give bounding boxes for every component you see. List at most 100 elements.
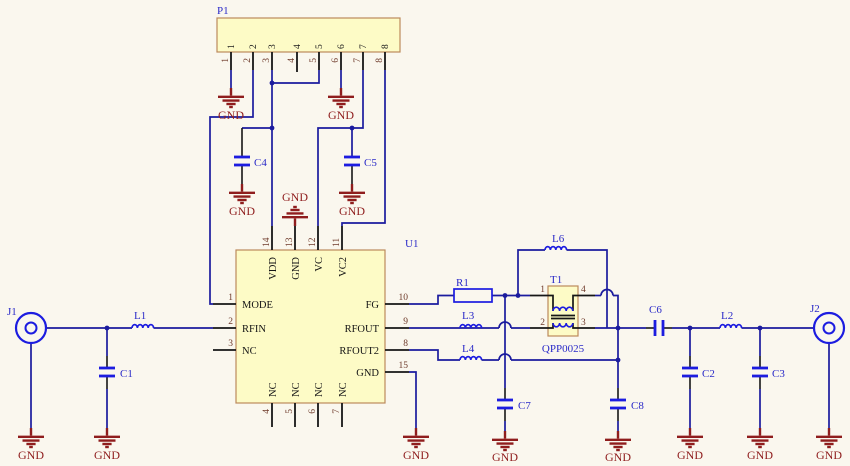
svg-text:NC: NC (242, 346, 257, 357)
inductor-l3[interactable] (459, 323, 483, 329)
r1-designator: R1 (456, 277, 469, 289)
svg-text:5: 5 (315, 44, 325, 49)
svg-text:4: 4 (293, 44, 303, 49)
l3-designator: L3 (462, 310, 475, 322)
svg-text:NC: NC (291, 382, 302, 397)
inductor-l4[interactable] (459, 355, 483, 361)
connector-j1[interactable] (14, 311, 48, 345)
svg-text:1: 1 (540, 285, 545, 295)
svg-text:GND: GND (403, 448, 429, 462)
c4-designator: C4 (254, 157, 267, 169)
inductor-l6[interactable] (544, 245, 568, 251)
u1-designator: U1 (405, 238, 418, 250)
transformer-t1[interactable]: T1 QPP0025 1 4 2 3 (530, 274, 595, 355)
svg-text:10: 10 (399, 293, 409, 303)
svg-text:1: 1 (221, 58, 231, 63)
svg-text:12: 12 (308, 237, 318, 247)
svg-text:RFIN: RFIN (242, 324, 266, 335)
svg-text:GND: GND (328, 108, 354, 122)
svg-text:3: 3 (268, 44, 278, 49)
svg-text:5: 5 (285, 409, 295, 414)
svg-text:2: 2 (540, 318, 545, 328)
svg-text:3: 3 (228, 339, 233, 349)
svg-text:GND: GND (492, 450, 518, 464)
svg-text:13: 13 (285, 237, 295, 247)
u1-pin-names: MODE RFIN NC FG RFOUT RFOUT2 GND VDD GND… (242, 257, 380, 397)
svg-text:8: 8 (375, 58, 385, 63)
svg-text:VC: VC (314, 257, 325, 272)
svg-text:5: 5 (309, 58, 319, 63)
svg-text:4: 4 (262, 409, 272, 414)
svg-text:GND: GND (282, 190, 308, 204)
svg-text:FG: FG (366, 300, 380, 311)
svg-text:GND: GND (356, 368, 379, 379)
svg-text:GND: GND (229, 204, 255, 218)
c3-designator: C3 (772, 368, 785, 380)
ic-u1[interactable]: U1 MODE RFIN NC FG RFOUT RFOUT2 GND VDD … (213, 226, 418, 427)
t1-pin-numbers: 1 4 2 3 (540, 285, 586, 328)
c6-designator: C6 (649, 304, 662, 316)
svg-text:2: 2 (243, 58, 253, 63)
svg-text:2: 2 (228, 317, 233, 327)
p1-pin-names: 1 2 3 4 5 6 7 8 (227, 44, 391, 49)
c2-designator: C2 (702, 368, 715, 380)
t1-designator: T1 (550, 274, 562, 286)
inductor-l2[interactable] (719, 323, 743, 329)
resistor-r1[interactable]: R1 (453, 277, 493, 303)
svg-text:GND: GND (677, 448, 703, 462)
svg-text:GND: GND (747, 448, 773, 462)
inductor-l1[interactable] (131, 323, 155, 329)
p1-pin-numbers: 1 2 3 4 5 6 7 8 (221, 58, 385, 63)
svg-text:1: 1 (228, 293, 233, 303)
svg-text:8: 8 (403, 339, 408, 349)
svg-text:RFOUT2: RFOUT2 (339, 346, 379, 357)
svg-text:7: 7 (332, 409, 342, 414)
svg-text:GND: GND (339, 204, 365, 218)
svg-text:VDD: VDD (268, 257, 279, 280)
svg-text:MODE: MODE (242, 300, 273, 311)
junction-dots (104, 80, 763, 363)
svg-text:8: 8 (381, 44, 391, 49)
svg-text:GND: GND (218, 108, 244, 122)
svg-text:14: 14 (262, 237, 272, 247)
svg-text:NC: NC (268, 382, 279, 397)
svg-text:3: 3 (262, 58, 272, 63)
c1-designator: C1 (120, 368, 133, 380)
svg-text:6: 6 (331, 58, 341, 63)
svg-text:GND: GND (816, 448, 842, 462)
svg-text:3: 3 (581, 318, 586, 328)
j2-designator: J2 (810, 303, 820, 315)
c7-designator: C7 (518, 400, 531, 412)
svg-text:4: 4 (581, 285, 586, 295)
p1-designator: P1 (217, 5, 229, 17)
svg-text:NC: NC (338, 382, 349, 397)
l6-designator: L6 (552, 233, 565, 245)
c8-designator: C8 (631, 400, 644, 412)
connector-p1[interactable]: P1 1 2 3 4 5 6 7 8 1 2 3 4 5 6 7 8 (216, 5, 401, 72)
u1-pin-numbers: 1 2 3 10 9 8 15 14 13 12 11 4 5 6 7 (228, 237, 408, 414)
svg-text:7: 7 (353, 58, 363, 63)
svg-text:7: 7 (359, 44, 369, 49)
svg-text:GND: GND (605, 450, 631, 464)
connector-j2[interactable] (812, 311, 846, 345)
l4-designator: L4 (462, 343, 475, 355)
svg-text:RFOUT: RFOUT (345, 324, 380, 335)
svg-text:11: 11 (332, 238, 342, 247)
l1-designator: L1 (134, 310, 146, 322)
svg-text:6: 6 (308, 409, 318, 414)
svg-text:6: 6 (337, 44, 347, 49)
svg-text:GND: GND (18, 448, 44, 462)
c5-designator: C5 (364, 157, 377, 169)
svg-text:4: 4 (287, 58, 297, 63)
svg-text:GND: GND (94, 448, 120, 462)
t1-part-number: QPP0025 (542, 343, 585, 355)
svg-text:15: 15 (399, 361, 409, 371)
wires[interactable] (30, 70, 830, 431)
svg-text:VC2: VC2 (338, 257, 349, 277)
l2-designator: L2 (721, 310, 733, 322)
svg-text:9: 9 (403, 317, 408, 327)
capacitors[interactable] (99, 128, 768, 421)
j1-designator: J1 (7, 306, 17, 318)
